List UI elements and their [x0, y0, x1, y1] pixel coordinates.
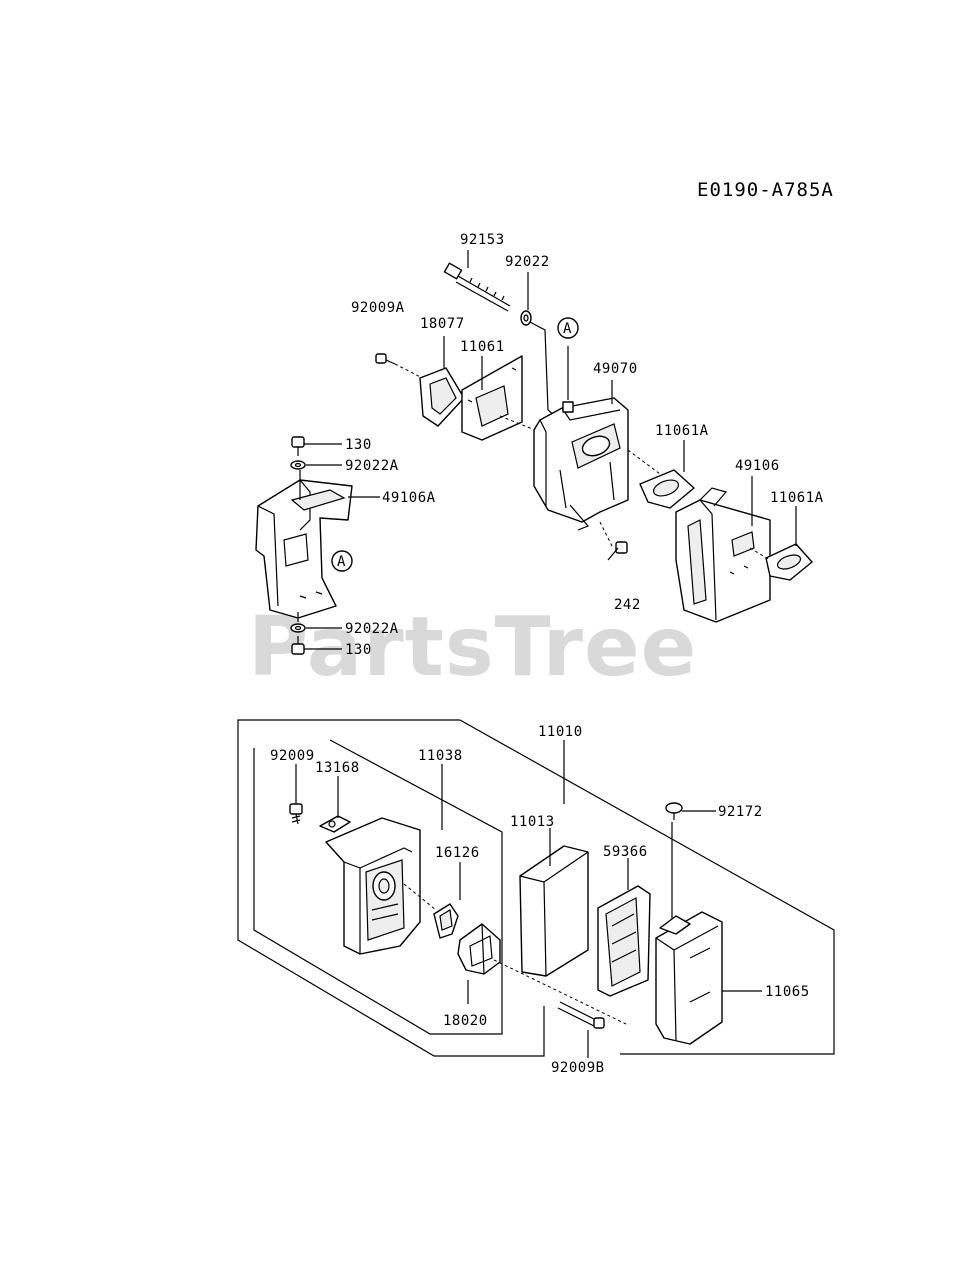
base-11038[interactable]: [325, 817, 421, 955]
label-92009: 92009: [270, 748, 315, 764]
label-59366: 59366: [603, 844, 648, 860]
gasket-18077[interactable]: [419, 367, 465, 427]
gasket-11061A-first[interactable]: [639, 469, 695, 509]
shield-49106[interactable]: [675, 487, 771, 623]
label-242: 242: [614, 597, 641, 613]
label-92153: 92153: [460, 232, 505, 248]
label-11010: 11010: [538, 724, 583, 740]
bolt-130-top[interactable]: [291, 436, 305, 456]
muffler-assembly: A: [255, 250, 813, 655]
label-11061A-first: 11061A: [655, 423, 709, 439]
shield-49106A[interactable]: [255, 479, 353, 619]
label-11013: 11013: [510, 814, 555, 830]
knob-92172[interactable]: [665, 802, 683, 820]
washer-92022A-top[interactable]: [290, 460, 306, 470]
label-49106A: 49106A: [382, 490, 436, 506]
plate-11061[interactable]: [461, 355, 523, 441]
svg-text:A: A: [563, 321, 572, 337]
washer-92022[interactable]: [520, 310, 532, 326]
bracket-18020[interactable]: [457, 923, 501, 975]
label-18077: 18077: [420, 316, 465, 332]
group-frame-11038: [253, 739, 503, 1035]
watermark: PartsTree: [248, 600, 697, 695]
label-49070: 49070: [593, 361, 638, 377]
cover-11065[interactable]: [655, 911, 723, 1045]
label-13168: 13168: [315, 760, 360, 776]
label-92172: 92172: [718, 804, 763, 820]
washer-92022A-bottom[interactable]: [290, 623, 306, 633]
label-92022A-top: 92022A: [345, 458, 399, 474]
muffler-49070[interactable]: [533, 397, 629, 531]
label-18020: 18020: [443, 1013, 488, 1029]
callout-a-left: A: [331, 550, 353, 572]
part-labels: 92153 92022 92009A 18077 11061 49070 110…: [270, 232, 824, 1076]
element-59366[interactable]: [597, 885, 651, 997]
bolt-130-bottom[interactable]: [291, 636, 305, 655]
label-130-bottom: 130: [345, 642, 372, 658]
bolt-92153[interactable]: [443, 262, 511, 312]
bolt-92009B[interactable]: [557, 1001, 605, 1029]
label-11061: 11061: [460, 339, 505, 355]
svg-text:A: A: [337, 554, 346, 570]
label-11061A-second: 11061A: [770, 490, 824, 506]
callout-a-top: A: [557, 317, 579, 339]
label-92022: 92022: [505, 254, 550, 270]
diagram-code: E0190-A785A: [697, 179, 834, 201]
air-cleaner-assembly: [237, 719, 835, 1058]
breather-16126[interactable]: [433, 903, 459, 939]
clip-13168[interactable]: [319, 815, 351, 833]
label-92022A-bottom: 92022A: [345, 621, 399, 637]
label-130-top: 130: [345, 437, 372, 453]
group-frame-11010: [237, 719, 545, 1057]
label-49106: 49106: [735, 458, 780, 474]
screw-242[interactable]: [599, 521, 628, 561]
element-11013[interactable]: [519, 845, 589, 977]
label-92009B: 92009B: [551, 1060, 605, 1076]
gasket-11061A-second[interactable]: [765, 543, 813, 581]
label-11065: 11065: [765, 984, 810, 1000]
label-16126: 16126: [435, 845, 480, 861]
label-92009A: 92009A: [351, 300, 405, 316]
screw-92009[interactable]: [289, 803, 303, 825]
label-11038: 11038: [418, 748, 463, 764]
